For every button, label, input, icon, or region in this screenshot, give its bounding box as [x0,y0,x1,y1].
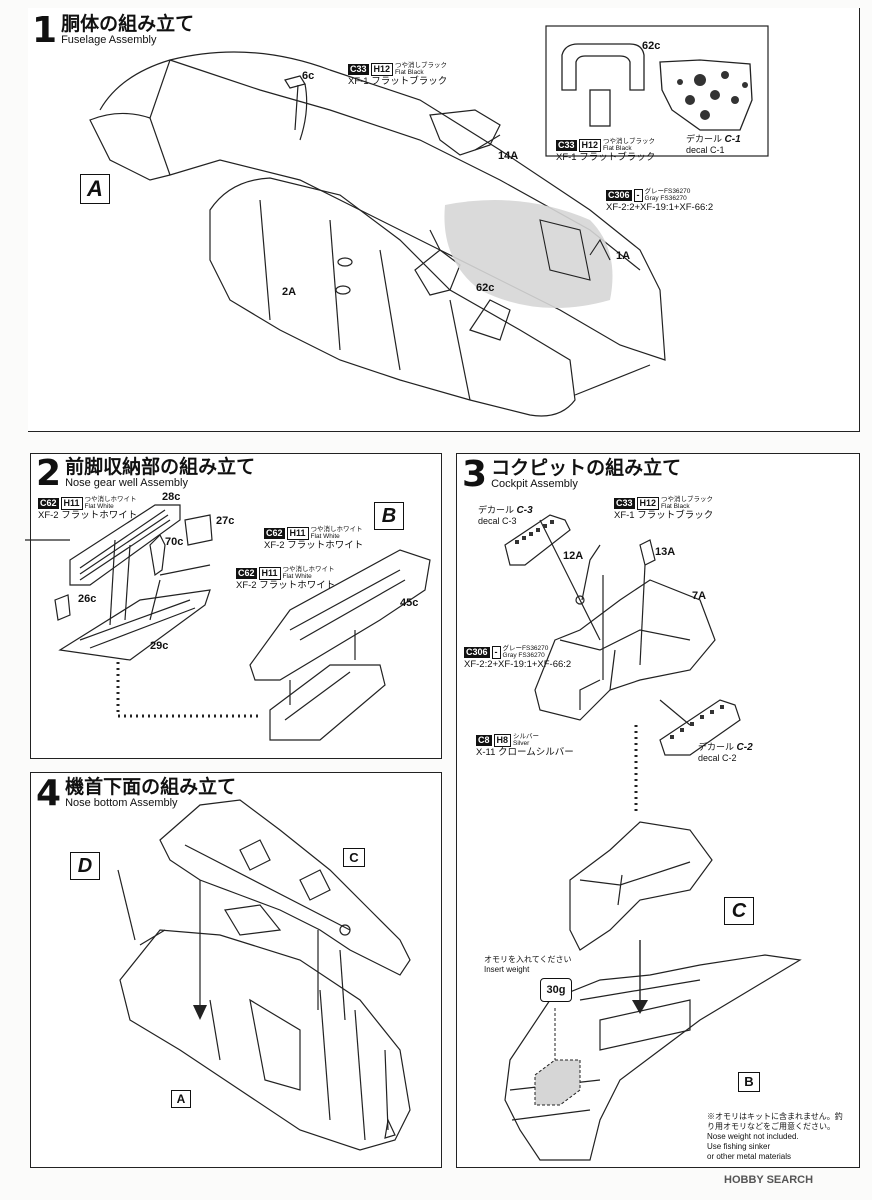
step4-title-jp: 機首下面の組み立て [65,776,237,798]
subassembly-b-label: B [374,502,404,530]
part-12a: 12A [563,550,584,562]
subassembly-d-label: D [70,852,100,880]
step1-header: 1 胴体の組み立て Fuselage Assembly [32,10,195,51]
step3-decal-c2: デカール C-2 decal C-2 [698,742,753,763]
subassembly-a-label: A [80,174,110,204]
subassembly-c-label-step3: C [724,897,754,925]
step3-header: 3 コクピットの組み立て Cockpit Assembly [462,454,682,495]
weight-30g-icon: 30g [540,978,572,1002]
part-29c: 29c [150,640,169,652]
step1-number: 1 [32,10,58,51]
subassembly-b-label-step3: B [738,1072,760,1092]
subassembly-c-label-step4: C [343,848,365,867]
step2-number: 2 [36,453,62,494]
part-62c: 62c [476,282,495,294]
part-28c: 28c [162,491,181,503]
weight-instruction: オモリを入れてください Insert weight [484,955,572,974]
watermark-logo: HOBBY SEARCH [724,1174,814,1186]
step1-fuselage-drawing [89,25,769,417]
part-70c: 70c [165,536,184,548]
step3-number: 3 [462,454,488,495]
weight-note: ※オモリはキットに含まれません。釣 り用オモリなどをご用意ください。 Nose … [707,1112,843,1161]
step1-decal-c1: デカール C-1 decal C-1 [686,134,741,155]
part-6c: 6c [302,70,315,82]
part-2a: 2A [282,286,297,298]
part-45c: 45c [400,597,419,609]
step1-title-en: Fuselage Assembly [61,34,157,46]
part-27c: 27c [216,515,235,527]
step3-decal-c3: デカール C-3 decal C-3 [478,505,533,526]
step4-title-en: Nose bottom Assembly [65,797,178,809]
step2-header: 2 前脚収納部の組み立て Nose gear well Assembly [36,453,256,494]
step4-number: 4 [36,773,62,814]
step3-title-en: Cockpit Assembly [491,478,578,490]
subassembly-a-label-step4: A [171,1090,191,1108]
step2-title-jp: 前脚収納部の組み立て [65,456,256,478]
step1-title-jp: 胴体の組み立て [61,13,195,35]
step2-title-en: Nose gear well Assembly [65,477,188,489]
part-14a: 14A [498,150,519,162]
part-26c: 26c [78,593,97,605]
step3-panel [456,453,860,1168]
step3-title-jp: コクピットの組み立て [491,457,682,479]
step2-gear-well-drawing [25,504,431,741]
step4-panel [30,772,442,1168]
part-13a: 13A [655,546,676,558]
part-62c-inset: 62c [642,40,661,52]
part-7a: 7A [692,590,707,602]
part-1a: 1A [616,250,631,262]
step4-header: 4 機首下面の組み立て Nose bottom Assembly [36,773,237,814]
step2-panel [30,453,442,759]
